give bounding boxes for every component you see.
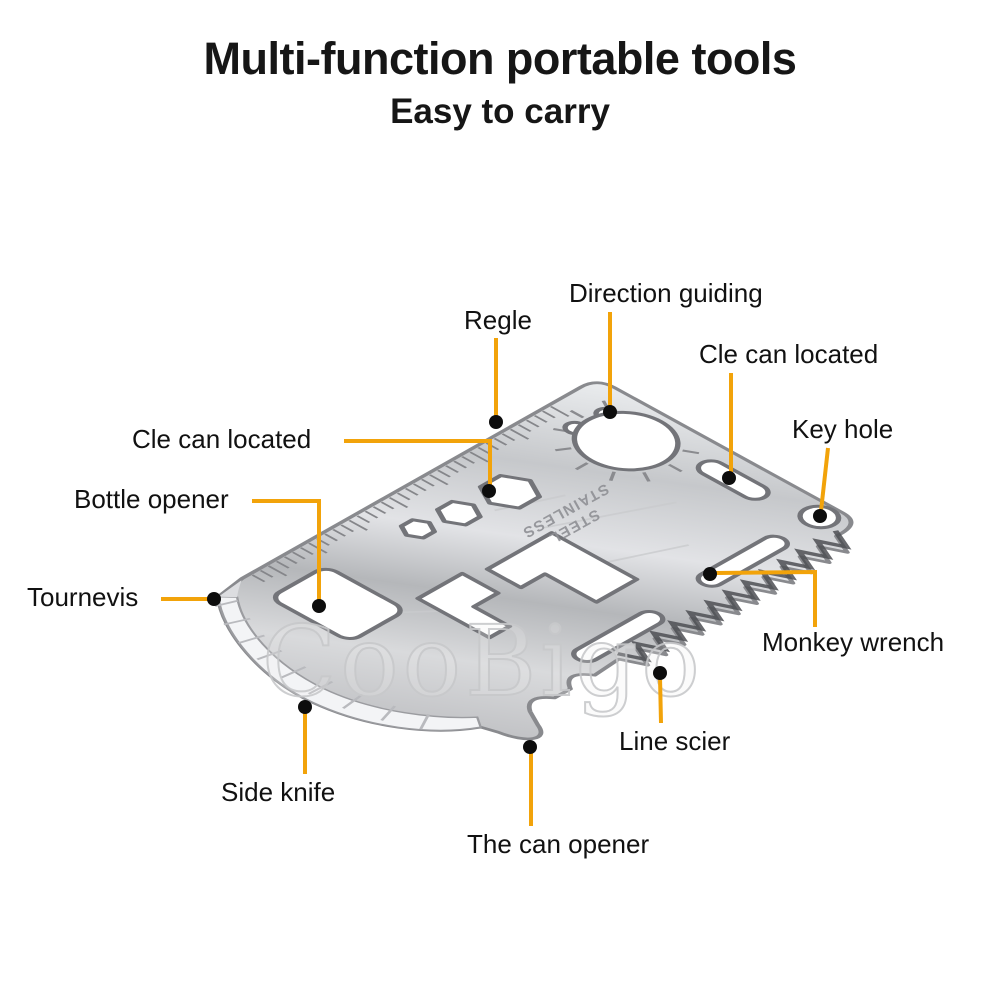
callout-dot-cle-can-located-left	[482, 484, 496, 498]
monkey-wrench-slot-2	[571, 609, 666, 664]
label-cle-can-located-left: Cle can located	[132, 424, 312, 454]
center-cutout-left	[484, 531, 640, 604]
callout-dot-side-knife	[298, 700, 312, 714]
hex-wrench-hole-medium	[434, 499, 483, 527]
leader-line-scier	[658, 676, 663, 724]
callout-dot-regle	[489, 415, 503, 429]
page-subtitle: Easy to carry	[390, 91, 610, 131]
hex-wrench-hole-large	[477, 474, 543, 510]
label-direction-guiding: Direction guiding	[569, 278, 763, 308]
label-side-knife: Side knife	[221, 777, 336, 807]
knife-bevel-hatch	[214, 599, 431, 730]
hex-wrench-hole-small	[398, 518, 438, 540]
label-key-hole: Key hole	[792, 414, 894, 444]
callout-dot-line-scier	[653, 666, 667, 680]
label-the-can-opener: The can opener	[467, 829, 650, 859]
watermark-text: CooBigo	[262, 605, 704, 718]
callout-dot-bottle-opener	[312, 599, 326, 613]
page-title: Multi-function portable tools	[203, 33, 797, 84]
leader-key-hole	[819, 447, 830, 512]
screwdriver-tip	[218, 580, 242, 598]
direction-guiding-rays	[552, 400, 700, 482]
leader-cle-can-located-left	[344, 439, 492, 486]
label-regle: Regle	[464, 305, 532, 335]
bottle-opener-cutout	[272, 567, 403, 640]
callout-dot-cle-can-located-top	[722, 471, 736, 485]
saw-teeth-shadow	[616, 530, 852, 663]
label-cle-can-located-top: Cle can located	[699, 339, 879, 369]
label-line-scier: Line scier	[619, 726, 731, 756]
leader-bottle-opener	[252, 499, 321, 601]
callout-dot-key-hole	[813, 509, 827, 523]
label-monkey-wrench: Monkey wrench	[762, 627, 945, 657]
callout-dot-the-can-opener	[523, 740, 537, 754]
leader-monkey-wrench	[715, 569, 817, 627]
can-located-circle-hole	[571, 410, 681, 472]
center-cutout-right	[415, 571, 513, 640]
callout-dot-direction-guiding	[603, 405, 617, 419]
ruler-ticks	[251, 406, 570, 583]
multitool-card	[214, 381, 854, 741]
label-bottle-opener: Bottle opener	[74, 484, 229, 514]
callout-dot-monkey-wrench	[703, 567, 717, 581]
surface-scratches	[355, 494, 690, 615]
callout-dot-tournevis	[207, 592, 221, 606]
label-tournevis: Tournevis	[27, 582, 139, 612]
title-block: Multi-function portable tools Easy to ca…	[0, 34, 1000, 132]
